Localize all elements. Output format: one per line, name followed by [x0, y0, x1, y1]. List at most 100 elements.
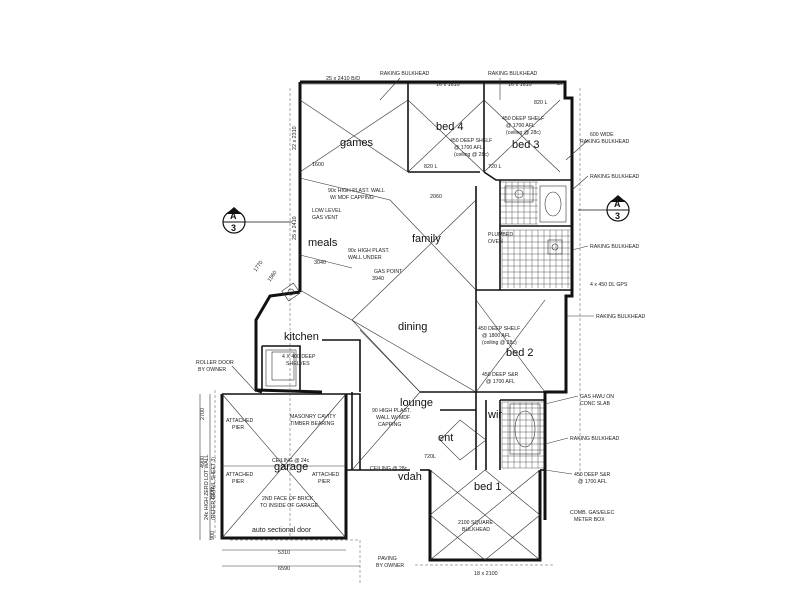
note-plaster-wall: 90 HIGH PLAST.	[372, 408, 411, 414]
note-gas-point: GAS POINT	[374, 269, 403, 275]
dim-label: 3940	[372, 276, 384, 282]
note-brick-face: TO INSIDE OF GARAGE	[260, 503, 319, 509]
note-attached-pier: ATTACHED	[226, 418, 253, 424]
note-shelves: 4 X 400 DEEP	[282, 354, 316, 360]
section-sheet: 3	[615, 211, 620, 221]
dim-label: 5310	[278, 550, 290, 556]
note-shelf: @ 1800 AFL	[482, 333, 511, 339]
room-vdah: vdah	[398, 471, 422, 483]
dim-label: 2300	[210, 488, 216, 500]
note-plaster-wall: 90c HIGH PLAST. WALL	[328, 188, 385, 194]
ensuite-tile-grid	[501, 229, 570, 288]
note-plaster-wall: WALL W/ MDF	[376, 415, 410, 421]
note-gas-hwu: GAS HWU ON	[580, 394, 614, 400]
note-wide-bulkhead: 600 WIDE	[590, 132, 614, 138]
note-dl-gps: 4 x 450 DL GPS	[590, 282, 628, 288]
dim-label: 1560	[267, 270, 279, 283]
dim-label: 900	[210, 531, 216, 540]
note-plaster-wall: W/ MDF CAPPING	[330, 195, 374, 201]
internal-walls	[261, 82, 572, 470]
ceiling-rake-lines	[221, 99, 561, 561]
dim-label: 25 x 2410	[292, 216, 298, 240]
note-attached-pier: ATTACHED	[312, 472, 339, 478]
note-paving: BY OWNER	[376, 563, 404, 569]
dim-label: 1770	[253, 260, 265, 273]
section-sheet: 3	[231, 223, 236, 233]
note-meter-box: COMB. GAS/ELEC	[570, 510, 615, 516]
note-attached-pier: ATTACHED	[226, 472, 253, 478]
dim-label: 820 L	[424, 164, 438, 170]
note-ceiling-height: CEILING @ 24c	[272, 458, 310, 464]
note-square-bulkhead: 2100 SQUARE	[458, 520, 493, 526]
dim-label: 2060	[430, 194, 442, 200]
dim-label: 720L	[424, 454, 436, 460]
note-plumbed-oven: PLUMBED	[488, 232, 513, 238]
room-kitchen: kitchen	[284, 331, 319, 343]
section-label: A	[230, 211, 237, 221]
note-gas-vent: LOW LEVEL	[312, 208, 342, 214]
dim-label: 25 x 2410 B/D	[326, 76, 360, 82]
dim-label: 16 x 1610	[436, 82, 460, 88]
room-dining: dining	[398, 321, 427, 333]
note-wide-bulkhead: RAKING BULKHEAD	[580, 139, 630, 145]
note-roller-door: ROLLER DOOR	[196, 360, 234, 366]
note-shelf: 450 DEEP SHELF	[450, 138, 492, 144]
room-games: games	[340, 137, 374, 149]
dim-label: 16 x 1610	[508, 82, 532, 88]
note-shelf: (ceiling @ 28c)	[506, 130, 541, 136]
note-paving: PAVING	[378, 556, 397, 562]
section-marker-right: A 3	[578, 195, 630, 222]
room-ent: ent	[438, 432, 453, 444]
note-plumbed-oven: OVEN	[488, 239, 503, 245]
note-masonry-cavity: TIMBER BEARING	[290, 421, 334, 427]
note-gas-hwu: CONC SLAB	[580, 401, 611, 407]
note-zero-lot-wall: (REFER DETAIL SHEET 3)	[211, 457, 217, 520]
dim-label: 18 x 2100	[474, 571, 498, 577]
room-family: family	[412, 233, 441, 245]
note-meter-box: METER BOX	[574, 517, 605, 523]
room-lounge: lounge	[400, 397, 433, 409]
dim-label: 2700	[200, 408, 206, 420]
dim-label: 6590	[278, 566, 290, 572]
note-raking-bulkhead: RAKING BULKHEAD	[570, 436, 620, 442]
note-shelf-rail: @ 1700 AFL	[486, 379, 515, 385]
note-zero-lot-wall: 24c HIGH ZERO LOT WALL	[204, 454, 210, 520]
note-ceiling-height: CEILING @ 28c	[370, 466, 408, 472]
note-raking-bulkhead: RAKING BULKHEAD	[590, 244, 640, 250]
room-wir: wir	[487, 409, 502, 421]
dim-label: 1600	[312, 162, 324, 168]
room-bed-1: bed 1	[474, 481, 502, 493]
note-square-bulkhead: BULKHEAD	[462, 527, 490, 533]
room-garage: garage	[274, 461, 308, 473]
dim-label: 3040	[314, 260, 326, 266]
note-raking-bulkhead: RAKING BULKHEAD	[596, 314, 646, 320]
note-raking-bulkhead: RAKING BULKHEAD	[590, 174, 640, 180]
section-marker-left: A 3	[222, 207, 292, 234]
dashed-lines	[214, 88, 581, 585]
dim-label: 820 L	[534, 100, 548, 106]
note-brick-face: 2ND FACE OF BRICK	[262, 496, 314, 502]
note-attached-pier: PIER	[232, 479, 244, 485]
note-plaster-wall: WALL UNDER	[348, 255, 382, 261]
fixtures	[271, 185, 567, 455]
note-shelf: (ceiling @ 28c)	[482, 340, 517, 346]
note-auto-door: auto sectional door	[252, 527, 312, 534]
note-masonry-cavity: MASONRY CAVITY	[290, 414, 336, 420]
note-attached-pier: PIER	[318, 479, 330, 485]
note-raking-bulkhead: RAKING BULKHEAD	[488, 71, 538, 77]
dim-label: 4900	[200, 456, 206, 468]
note-shelf: @ 1700 AFL	[506, 123, 535, 129]
note-shelf-rail: 450 DEEP S&R	[482, 372, 518, 378]
note-shelf: (ceiling @ 28c)	[454, 152, 489, 158]
section-label: A	[614, 199, 621, 209]
laundry-tile-grid	[499, 181, 538, 225]
note-shelf: @ 1700 AFL	[454, 145, 483, 151]
note-plaster-wall: 90c HIGH PLAST.	[348, 248, 390, 254]
note-shelves: SHELVES	[286, 361, 310, 367]
leader-lines	[231, 77, 594, 475]
note-shelf-rail: @ 1700 AFL	[578, 479, 607, 485]
outer-walls	[220, 80, 574, 562]
note-attached-pier: PIER	[232, 425, 244, 431]
dimension-lines	[199, 83, 565, 567]
note-raking-bulkhead: RAKING BULKHEAD	[380, 71, 430, 77]
